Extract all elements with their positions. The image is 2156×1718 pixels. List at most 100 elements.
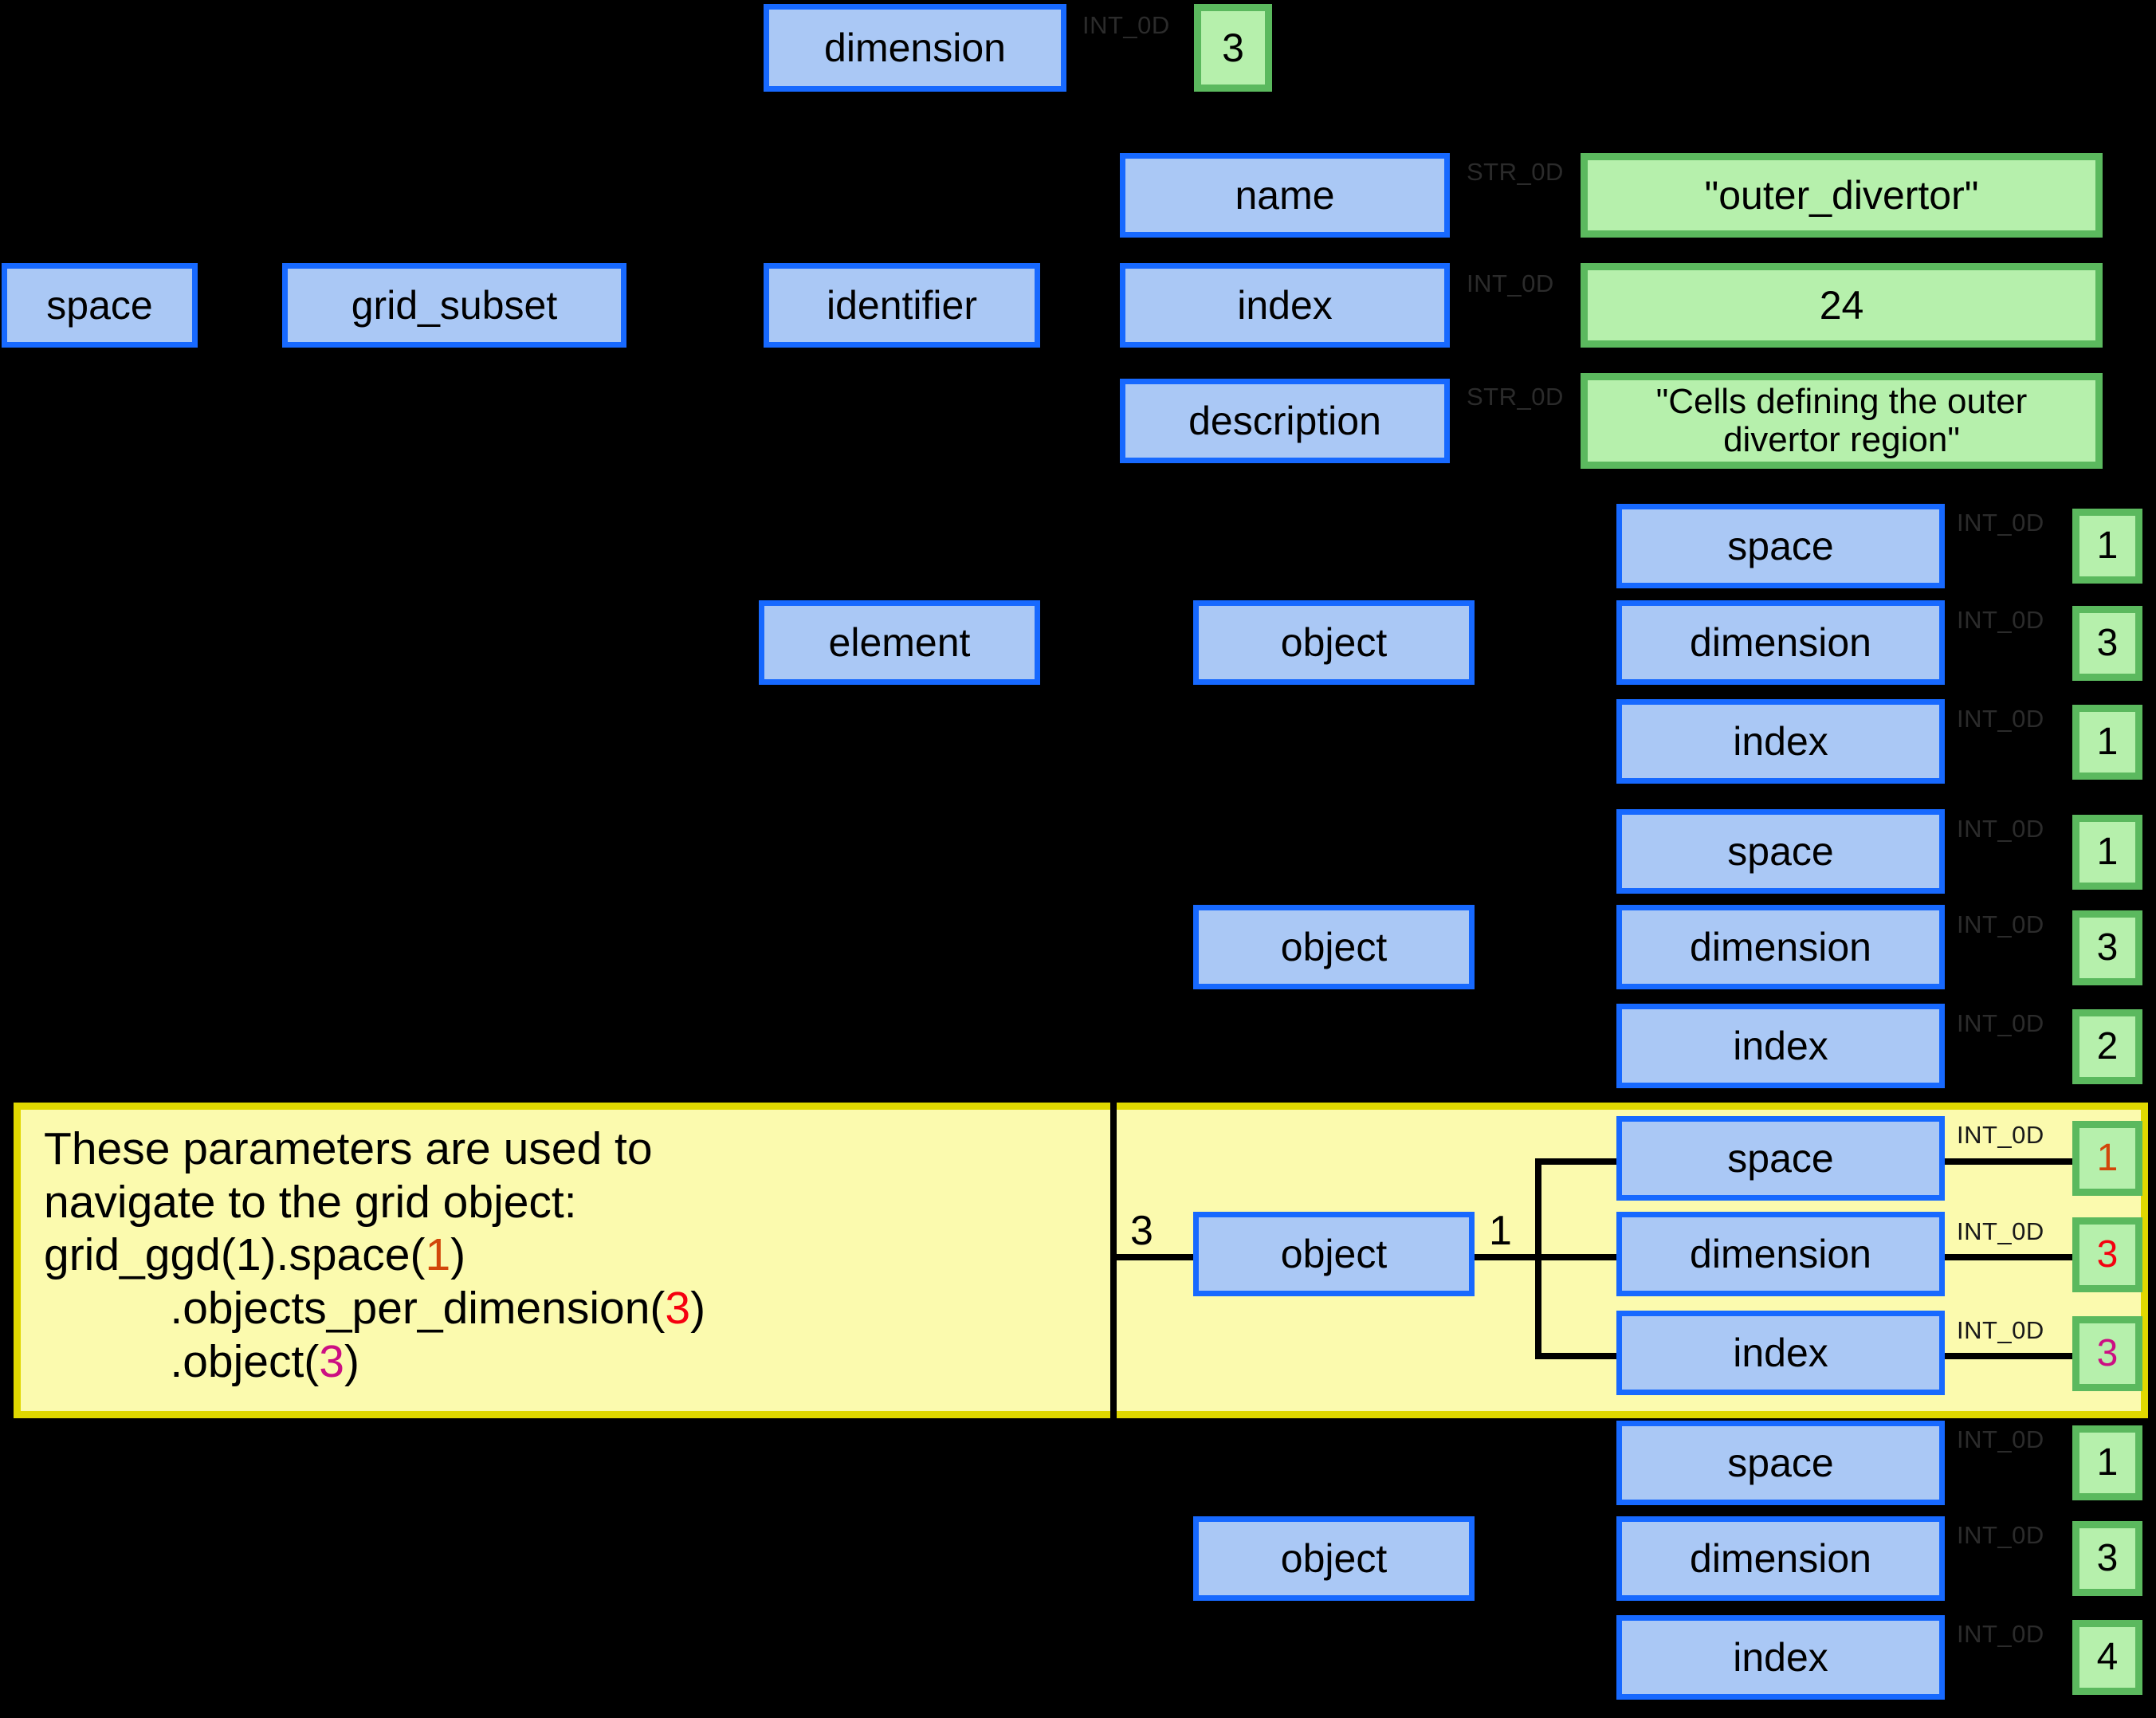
edge-grid_subset-stub: [626, 305, 674, 312]
node-name[interactable]: name: [1120, 153, 1450, 238]
edge-object2-dimension: [1535, 947, 1616, 953]
callout-line-4: .objects_per_dimension(3): [44, 1282, 1088, 1335]
type-label-g2-dimension: INT_0D: [1957, 910, 2044, 938]
callout-line-4-arg: 3: [665, 1283, 691, 1335]
node-g4-dimension[interactable]: dimension: [1616, 1516, 1945, 1601]
node-g1-index[interactable]: index: [1616, 699, 1945, 784]
node-description[interactable]: description: [1120, 379, 1450, 463]
value-g4-dimension[interactable]: 3: [2072, 1521, 2142, 1596]
node-g2-index[interactable]: index: [1616, 1004, 1945, 1088]
node-g2-space[interactable]: space: [1616, 809, 1945, 894]
node-g3-space[interactable]: space: [1616, 1116, 1945, 1201]
value-g1-index[interactable]: 1: [2072, 705, 2142, 780]
value-g2-dimension[interactable]: 3: [2072, 910, 2142, 985]
edge-object3-dimension: [1535, 1254, 1616, 1260]
edge-g3-index-value: [1945, 1353, 2072, 1359]
edge-g1-space-value: [1945, 546, 2072, 552]
edge-g4-space-value: [1945, 1463, 2072, 1469]
type-label-description: STR_0D: [1467, 383, 1564, 411]
callout-line-1: These parameters are used to: [44, 1123, 653, 1174]
edge-element-object-2: [1075, 947, 1193, 953]
type-label-g4-dimension: INT_0D: [1957, 1521, 2044, 1549]
node-index[interactable]: index: [1120, 263, 1450, 348]
edge-g2-index-value: [1945, 1047, 2072, 1053]
node-identifier[interactable]: identifier: [764, 263, 1040, 348]
edge-object1-space: [1535, 546, 1616, 552]
node-g1-space[interactable]: space: [1616, 504, 1945, 588]
node-g4-index[interactable]: index: [1616, 1615, 1945, 1700]
node-g2-dimension[interactable]: dimension: [1616, 905, 1945, 989]
edge-g1-dimension-value: [1945, 643, 2072, 649]
node-g3-index[interactable]: index: [1616, 1311, 1945, 1395]
highlight-divider: [1110, 1103, 1117, 1418]
type-label-g1-dimension: INT_0D: [1957, 606, 2044, 634]
node-g3-dimension[interactable]: dimension: [1616, 1212, 1945, 1296]
node-space[interactable]: space: [2, 263, 198, 348]
edge-object1-index: [1535, 741, 1616, 748]
edge-object2-stub: [1475, 947, 1535, 953]
type-label-g4-index: INT_0D: [1957, 1620, 2044, 1648]
multiplicity-object-out: 1: [1489, 1208, 1512, 1254]
edge-object2-index: [1535, 1047, 1616, 1053]
value-g1-dimension[interactable]: 3: [2072, 606, 2142, 681]
edge-element-stub: [1040, 643, 1075, 649]
edge-identifier-stub: [1040, 305, 1078, 312]
edge-g4-index-value: [1945, 1657, 2072, 1664]
type-label-name: STR_0D: [1467, 158, 1564, 186]
edge-object2-space: [1535, 851, 1616, 858]
value-dimension-top[interactable]: 3: [1194, 4, 1272, 92]
callout-line-4-post: ): [690, 1283, 706, 1335]
callout-line-3: grid_ggd(1).space(1): [44, 1229, 1088, 1282]
edge-object3-space: [1535, 1158, 1616, 1165]
edge-g2-space-value: [1945, 851, 2072, 858]
value-g4-index[interactable]: 4: [2072, 1620, 2142, 1695]
node-object-1[interactable]: object: [1193, 600, 1475, 685]
type-label-g2-space: INT_0D: [1957, 815, 2044, 843]
type-label-g4-space: INT_0D: [1957, 1425, 2044, 1453]
edge-grid_subset-element: [674, 643, 759, 649]
edge-identifier-name: [1078, 195, 1120, 202]
type-label-index: INT_0D: [1467, 269, 1554, 297]
edge-object3-stub: [1475, 1254, 1535, 1260]
value-name[interactable]: "outer_divertor": [1581, 153, 2103, 238]
edge-g4-dimension-value: [1945, 1559, 2072, 1565]
node-g1-dimension[interactable]: dimension: [1616, 600, 1945, 685]
callout-line-5: .object(3): [44, 1335, 1088, 1389]
edge-object4-index: [1535, 1657, 1616, 1664]
value-g2-space[interactable]: 1: [2072, 815, 2142, 890]
value-g1-space[interactable]: 1: [2072, 509, 2142, 584]
callout-line-5-post: ): [344, 1335, 359, 1387]
edge-object4-stub: [1475, 1559, 1535, 1565]
type-label-g2-index: INT_0D: [1957, 1009, 2044, 1037]
value-g3-dimension[interactable]: 3: [2072, 1217, 2142, 1292]
edge-grid_subset-identifier: [674, 305, 764, 312]
edge-identifier-index: [1078, 305, 1120, 312]
node-g4-space[interactable]: space: [1616, 1421, 1945, 1505]
edge-identifier-description: [1078, 421, 1120, 427]
callout-line-4-pre: .objects_per_dimension(: [44, 1283, 666, 1335]
node-grid-subset[interactable]: grid_subset: [282, 263, 626, 348]
multiplicity-object-in: 3: [1130, 1208, 1153, 1254]
node-object-2[interactable]: object: [1193, 905, 1475, 989]
node-element[interactable]: element: [759, 600, 1040, 685]
value-g2-index[interactable]: 2: [2072, 1009, 2142, 1084]
value-g4-space[interactable]: 1: [2072, 1425, 2142, 1500]
value-index[interactable]: 24: [1581, 263, 2103, 348]
node-object-4[interactable]: object: [1193, 1516, 1475, 1601]
type-label-g1-space: INT_0D: [1957, 509, 2044, 537]
edge-object1-stub: [1475, 643, 1535, 649]
edge-g1-index-value: [1945, 741, 2072, 748]
type-label-g1-index: INT_0D: [1957, 705, 2044, 733]
edge-element-object-1: [1075, 643, 1193, 649]
value-g3-space[interactable]: 1: [2072, 1121, 2142, 1196]
value-g3-index[interactable]: 3: [2072, 1316, 2142, 1391]
edge-grid_subset-dimension: [674, 49, 764, 56]
node-dimension-top[interactable]: dimension: [764, 4, 1066, 92]
edge-g2-dimension-value: [1945, 947, 2072, 953]
value-description[interactable]: "Cells defining the outer divertor regio…: [1581, 373, 2103, 469]
edge-grid_subset-dimension-vertical: [674, 49, 681, 305]
edge-object4-dimension: [1535, 1559, 1616, 1565]
node-object-3[interactable]: object: [1193, 1212, 1475, 1296]
edge-object4-space: [1535, 1463, 1616, 1469]
